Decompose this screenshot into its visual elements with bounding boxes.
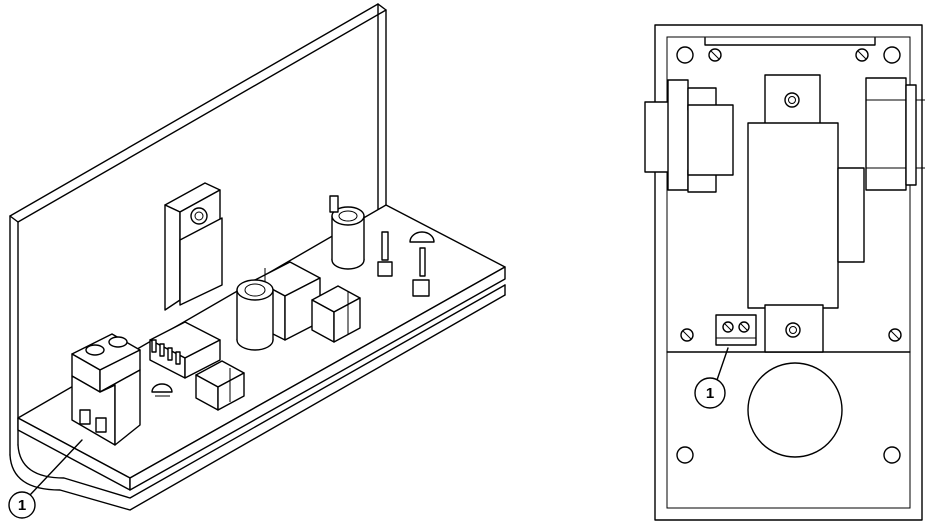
callout-right: 1 (694, 347, 729, 409)
top-view-enclosure: 1 (644, 24, 925, 521)
jumper-pin (377, 231, 393, 277)
callout-left: 1 (8, 439, 83, 519)
callout-label: 1 (18, 497, 26, 514)
bolt-icon (785, 322, 801, 338)
pin-header (149, 321, 221, 379)
screw-icon (888, 328, 902, 342)
screw-icon (85, 344, 105, 356)
screw-hole-icon (676, 446, 694, 464)
transformer-body (747, 122, 865, 309)
mounting-hole-icon (190, 207, 208, 225)
capacitor-large-back (329, 195, 365, 270)
screw-hole-icon (676, 46, 694, 64)
screw-hole-icon (883, 46, 901, 64)
screw-icon (708, 48, 722, 62)
board-edge (704, 37, 876, 46)
lower-bracket (764, 304, 824, 353)
terminal-block-top (715, 314, 757, 346)
screw-terminal-block (71, 333, 141, 446)
screw-icon (108, 336, 128, 348)
screw-icon (855, 48, 869, 62)
led-small (151, 383, 173, 397)
isometric-pcb-view: 1 (8, 3, 506, 519)
left-side-connector (644, 79, 734, 193)
mounting-screws (676, 46, 902, 464)
voltage-regulator (164, 182, 223, 311)
screw-icon (738, 321, 750, 333)
screw-hole-icon (883, 446, 901, 464)
back-panel (9, 3, 387, 456)
regulator-tab (764, 74, 821, 126)
led-indicator (409, 231, 435, 297)
buzzer-circle (747, 362, 843, 458)
enclosure-inner-wall (666, 36, 911, 509)
base-bracket (9, 284, 506, 511)
film-capacitor-1 (311, 285, 361, 343)
bolt-icon (784, 92, 800, 108)
film-capacitor-2 (195, 360, 245, 411)
screw-icon (680, 328, 694, 342)
callout-label: 1 (706, 385, 714, 402)
screw-icon (722, 321, 734, 333)
right-side-connector (865, 77, 925, 191)
capacitor-large-front (236, 279, 274, 351)
